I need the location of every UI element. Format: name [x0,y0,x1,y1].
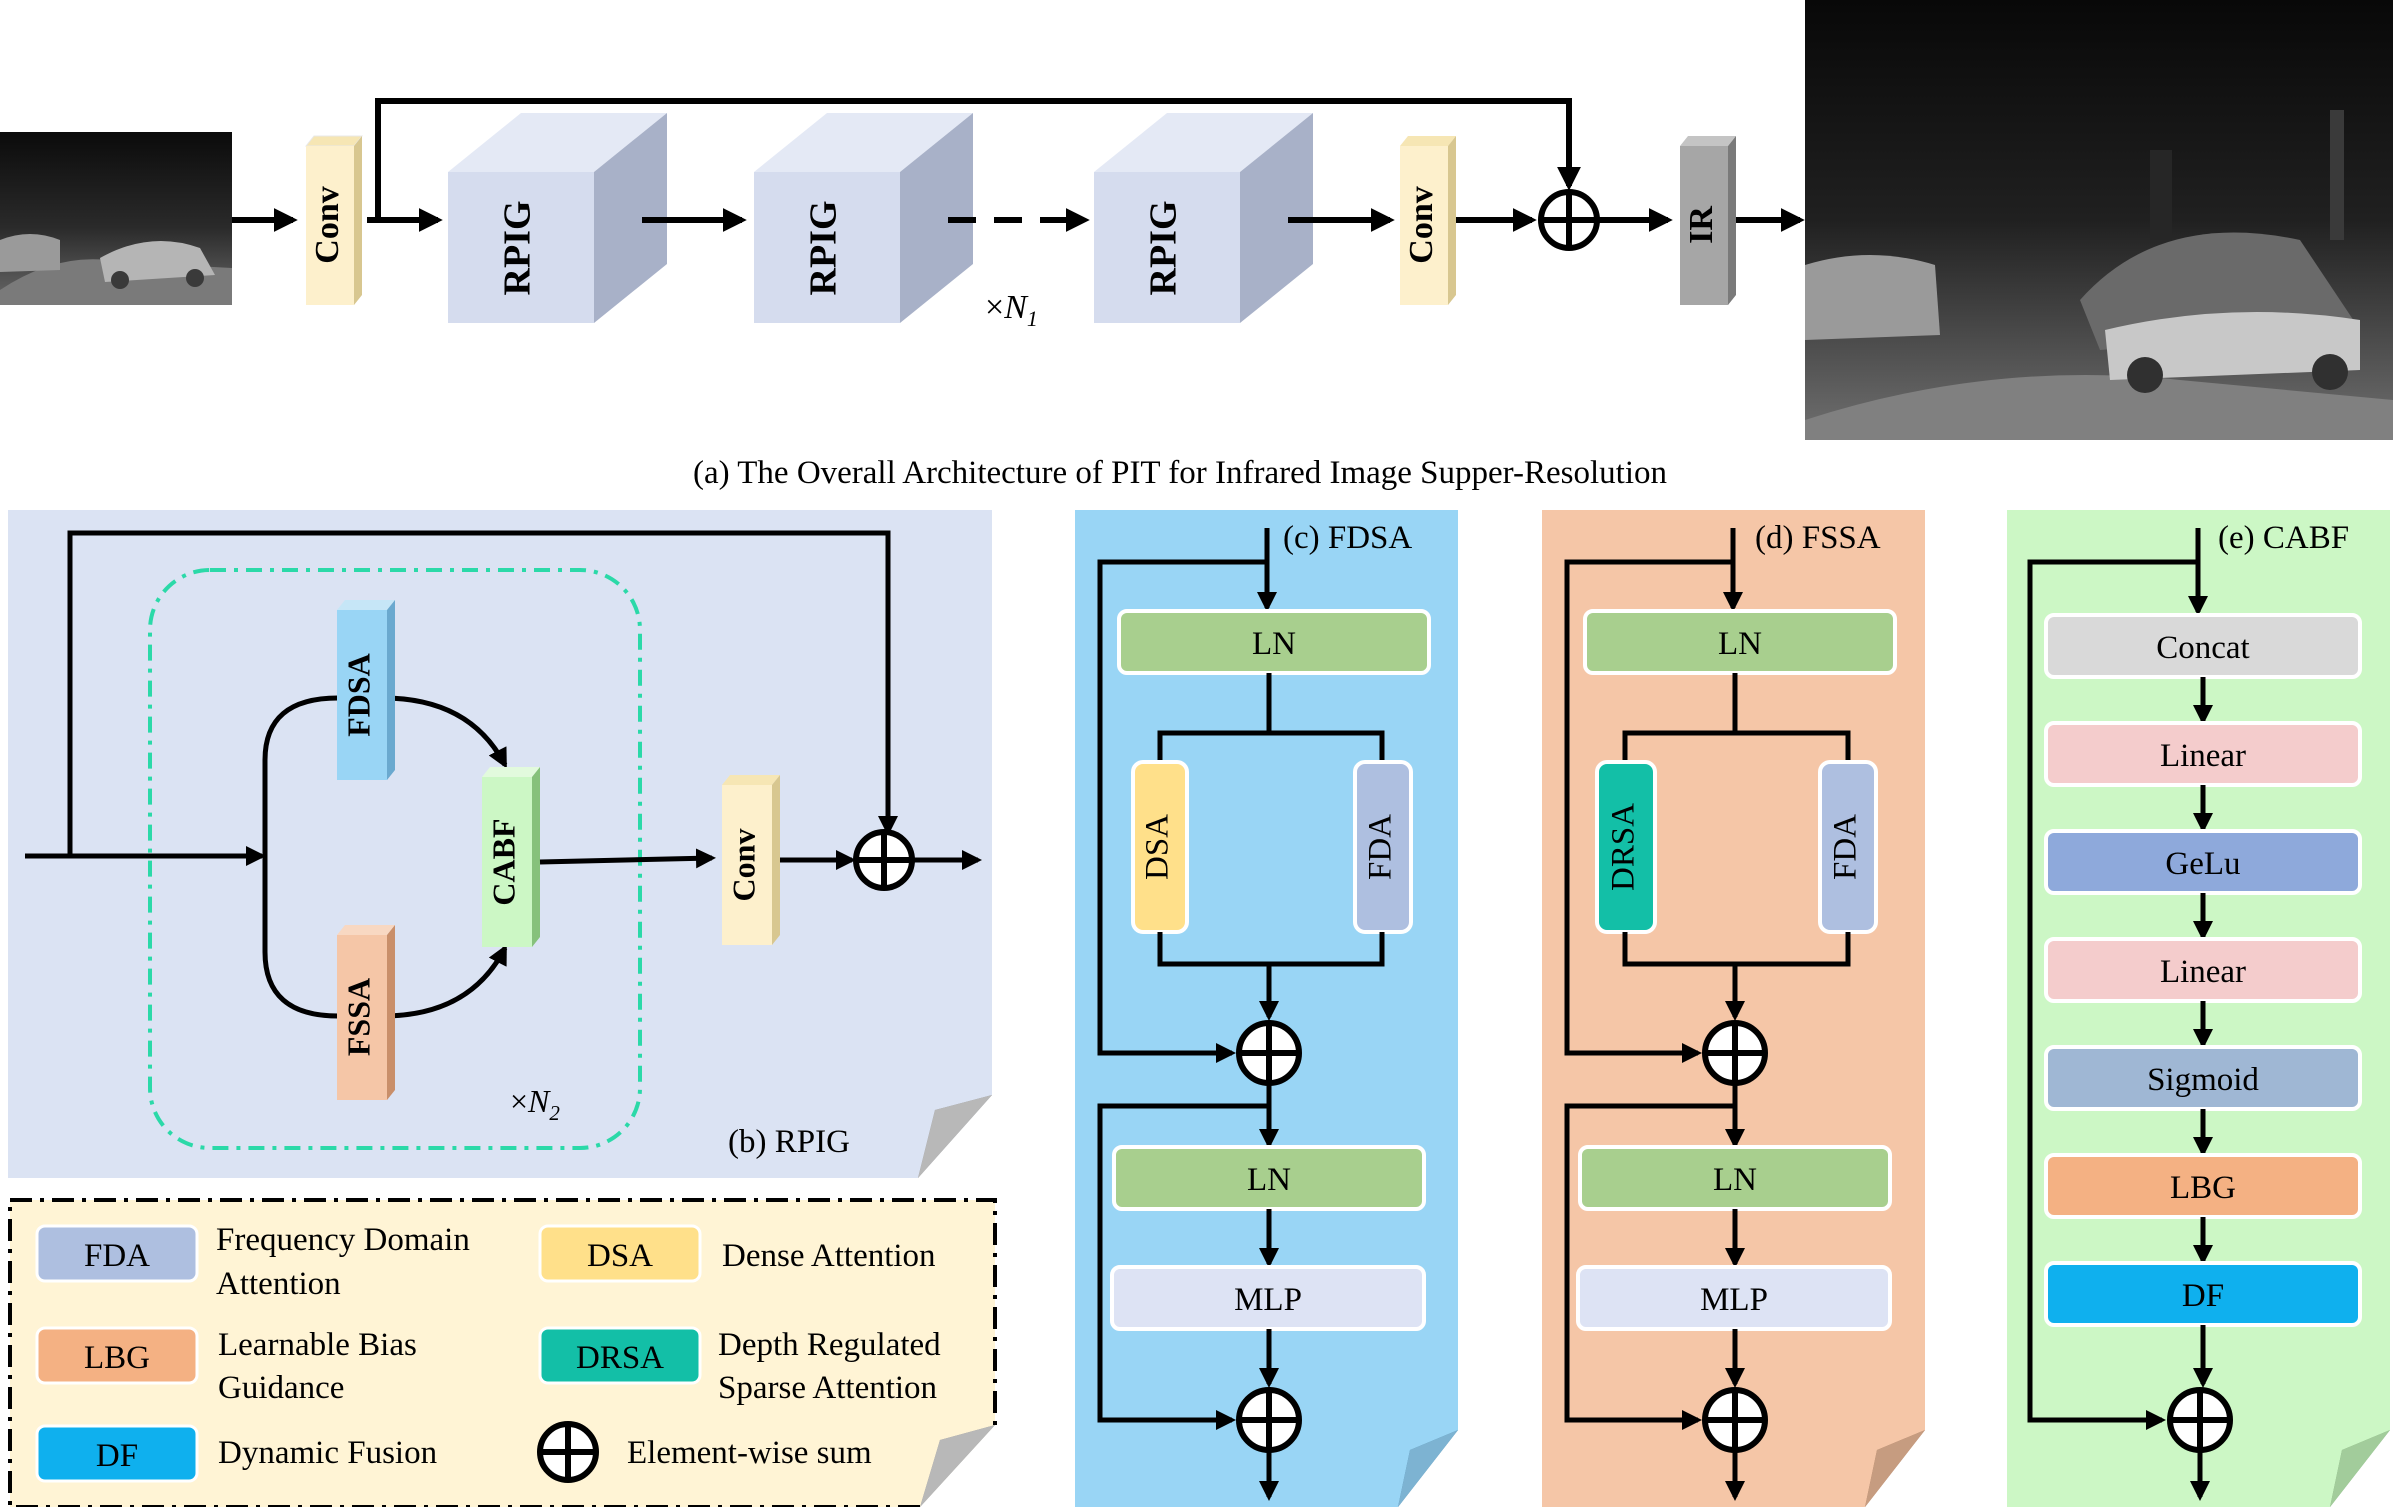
rpig-fdsa-label: FDSA [340,653,376,737]
fssa-panel: (d) FSSA LN DRSA FDA LN MLP [1542,510,1925,1507]
sum-node-top [1538,189,1600,251]
rpig-cube-2: RPIG [754,113,973,323]
legend-item-lbg: LBG Learnable Bias Guidance [35,1326,417,1406]
rpig-1-label: RPIG [497,201,539,296]
fssa-sum-node-1 [1702,1020,1768,1086]
sum-icon [537,1421,599,1483]
fdsa-sum-node-2 [1236,1387,1302,1453]
conv-block-1: Conv [304,135,364,305]
fssa-ln-2-label: LN [1713,1162,1757,1198]
cabf-gelu-label: GeLu [2165,846,2240,882]
fssa-mlp-label: MLP [1700,1282,1768,1318]
legend-lbg-desc-1: Learnable Bias [218,1327,417,1363]
fdsa-ln-2-label: LN [1247,1162,1291,1198]
fdsa-fda-label: FDA [1363,814,1399,880]
cabf-linear-1-label: Linear [2160,738,2246,774]
legend-lbg-box-label: LBG [84,1340,150,1376]
fdsa-panel: (c) FDSA LN DSA FDA LN MLP [1075,510,1458,1507]
ir-label: IR [1683,206,1720,244]
cabf-sigmoid-label: Sigmoid [2147,1062,2259,1098]
legend-drsa-desc-1: Depth Regulated [718,1327,941,1363]
input-infrared-image [0,132,232,305]
fdsa-dsa-label: DSA [1140,814,1176,880]
fssa-ln-1 [1583,609,1897,675]
cabf-panel: (e) CABF Concat Linear GeLu Linear Sigmo… [2007,510,2390,1507]
rpig-cabf-block: CABF [482,767,540,947]
overall-architecture: Conv RPIG RPIG ×N1 RPIG [0,0,2393,491]
rpig-3-label: RPIG [1143,201,1185,296]
overall-caption: (a) The Overall Architecture of PIT for … [693,455,1667,491]
cabf-df-label: DF [2182,1278,2224,1314]
legend-fda-desc-1: Frequency Domain [216,1222,470,1258]
fdsa-sum-node-1 [1236,1020,1302,1086]
cabf-linear-2-label: Linear [2160,954,2246,990]
legend-item-drsa: DRSA Depth Regulated Sparse Attention [538,1326,941,1406]
fssa-sum-node-2 [1702,1387,1768,1453]
fdsa-title: (c) FDSA [1283,520,1412,556]
legend-fda-desc-2: Attention [216,1266,341,1302]
cabf-title: (e) CABF [2218,520,2349,556]
legend-item-fda: FDA Frequency Domain Attention [35,1222,470,1302]
legend-fda-box-label: FDA [84,1238,150,1274]
fssa-drsa-label: DRSA [1606,803,1642,891]
legend-drsa-desc-2: Sparse Attention [718,1370,937,1406]
fdsa-mlp-label: MLP [1234,1282,1302,1318]
legend-item-df: DF Dynamic Fusion [35,1424,437,1483]
rpig-sum-node [853,829,915,891]
cabf-concat-label: Concat [2156,630,2249,666]
legend-dsa-box-label: DSA [587,1238,653,1274]
legend-sum-desc: Element-wise sum [627,1435,872,1471]
legend-df-box-label: DF [96,1438,138,1474]
conv-1-label: Conv [309,186,346,263]
rpig-conv-block: Conv [722,775,780,945]
legend-lbg-desc-2: Guidance [218,1370,344,1406]
rpig-panel: FDSA FSSA CABF Conv [8,510,992,1178]
rpig-cube-3: RPIG [1094,113,1313,323]
fssa-ln-1-label: LN [1718,626,1762,662]
rpig-fssa-block: FSSA [337,925,395,1100]
legend-drsa-box-label: DRSA [576,1340,664,1376]
rpig-fdsa-block: FDSA [337,600,395,780]
conv-2-label: Conv [1403,186,1440,263]
fdsa-ln-1-label: LN [1252,626,1296,662]
rpig-cabf-label: CABF [485,818,521,905]
legend-panel: FDA Frequency Domain Attention DSA Dense… [8,1198,997,1507]
rpig-fssa-label: FSSA [340,978,376,1056]
n2-repeat-label: ×N2 [510,1083,560,1125]
legend-dsa-desc: Dense Attention [722,1238,936,1274]
n1-repeat-label: ×N1 [985,289,1038,331]
output-infrared-image [1805,0,2393,440]
rpig-caption: (b) RPIG [728,1124,850,1160]
fssa-title: (d) FSSA [1755,520,1881,556]
fdsa-ln-1 [1117,609,1431,675]
legend-item-dsa: DSA Dense Attention [538,1224,936,1283]
rpig-cube-1: RPIG [448,113,667,323]
ir-block: IR [1680,136,1736,305]
cabf-sum-node [2167,1387,2233,1453]
rpig-2-label: RPIG [803,201,845,296]
legend-df-desc: Dynamic Fusion [218,1435,437,1471]
rpig-conv-label: Conv [725,829,761,902]
legend-item-sum: Element-wise sum [537,1421,872,1483]
cabf-lbg-label: LBG [2170,1170,2236,1206]
conv-block-2: Conv [1400,136,1456,305]
fssa-fda-label: FDA [1828,814,1864,880]
